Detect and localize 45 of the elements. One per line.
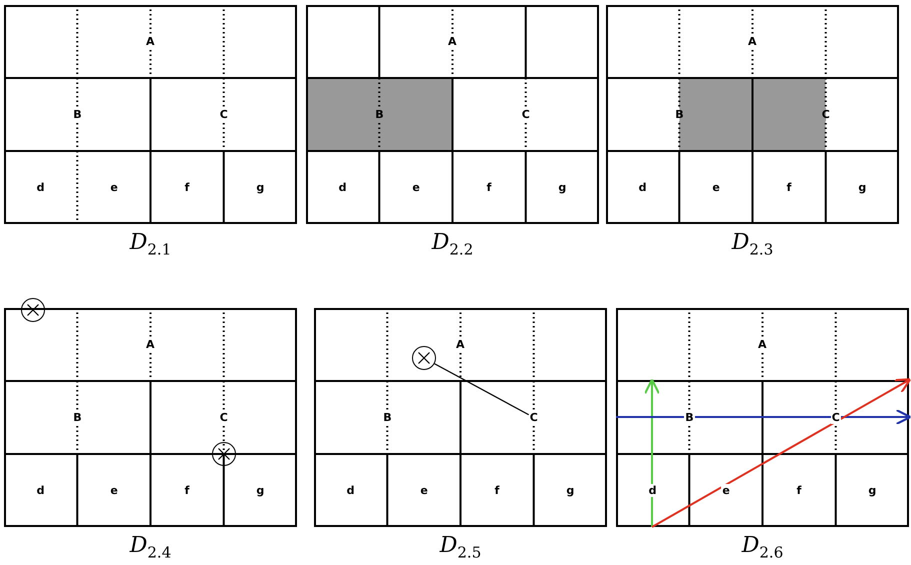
grid-panel [4, 308, 297, 527]
cell-letter: f [184, 181, 190, 194]
cell-letter: d [36, 181, 46, 194]
cell-letter: B [72, 108, 83, 121]
cell-letter: f [796, 484, 802, 497]
cell-letter: C [830, 411, 841, 424]
cell-letter: B [684, 411, 695, 424]
cell-letter: A [145, 35, 156, 48]
cell-letter: A [747, 35, 758, 48]
crossed-circle-marker [412, 346, 436, 370]
grid-panel [616, 308, 909, 527]
cell-letter: d [338, 181, 348, 194]
cell-letter: B [72, 411, 83, 424]
panel-caption: D$_{2.1}$ [130, 230, 172, 258]
cell-letter: d [346, 484, 356, 497]
cell-letter: A [447, 35, 458, 48]
cell-letter: C [218, 108, 229, 121]
cell-letter: d [638, 181, 648, 194]
cell-letter: e [721, 484, 731, 497]
cell-letter: f [184, 484, 190, 497]
cell-letter: d [36, 484, 46, 497]
cell-letter: f [786, 181, 792, 194]
cell-letter: C [520, 108, 531, 121]
cell-letter: A [145, 338, 156, 351]
panel-caption: D$_{2.4}$ [130, 533, 172, 562]
panel-caption: D$_{2.6}$ [742, 533, 784, 562]
cell-letter: A [757, 338, 768, 351]
connector-line [434, 363, 530, 416]
grid-panel [4, 5, 297, 224]
panel-caption: D$_{2.3}$ [732, 230, 774, 258]
grid-panel [306, 5, 599, 224]
panel-caption: D$_{2.5}$ [440, 533, 482, 562]
cell-letter: B [674, 108, 685, 121]
cell-letter: B [382, 411, 393, 424]
cell-letter: d [648, 484, 658, 497]
grid-panel [314, 308, 607, 527]
grid-panel [606, 5, 899, 224]
cell-letter: C [528, 411, 539, 424]
cell-letter: C [218, 411, 229, 424]
cell-letter: f [486, 181, 492, 194]
cell-letter: f [494, 484, 500, 497]
crossed-circle-marker [212, 442, 236, 466]
cell-letter: B [374, 108, 385, 121]
cell-letter: A [455, 338, 466, 351]
panel-caption: D$_{2.2}$ [432, 230, 474, 258]
